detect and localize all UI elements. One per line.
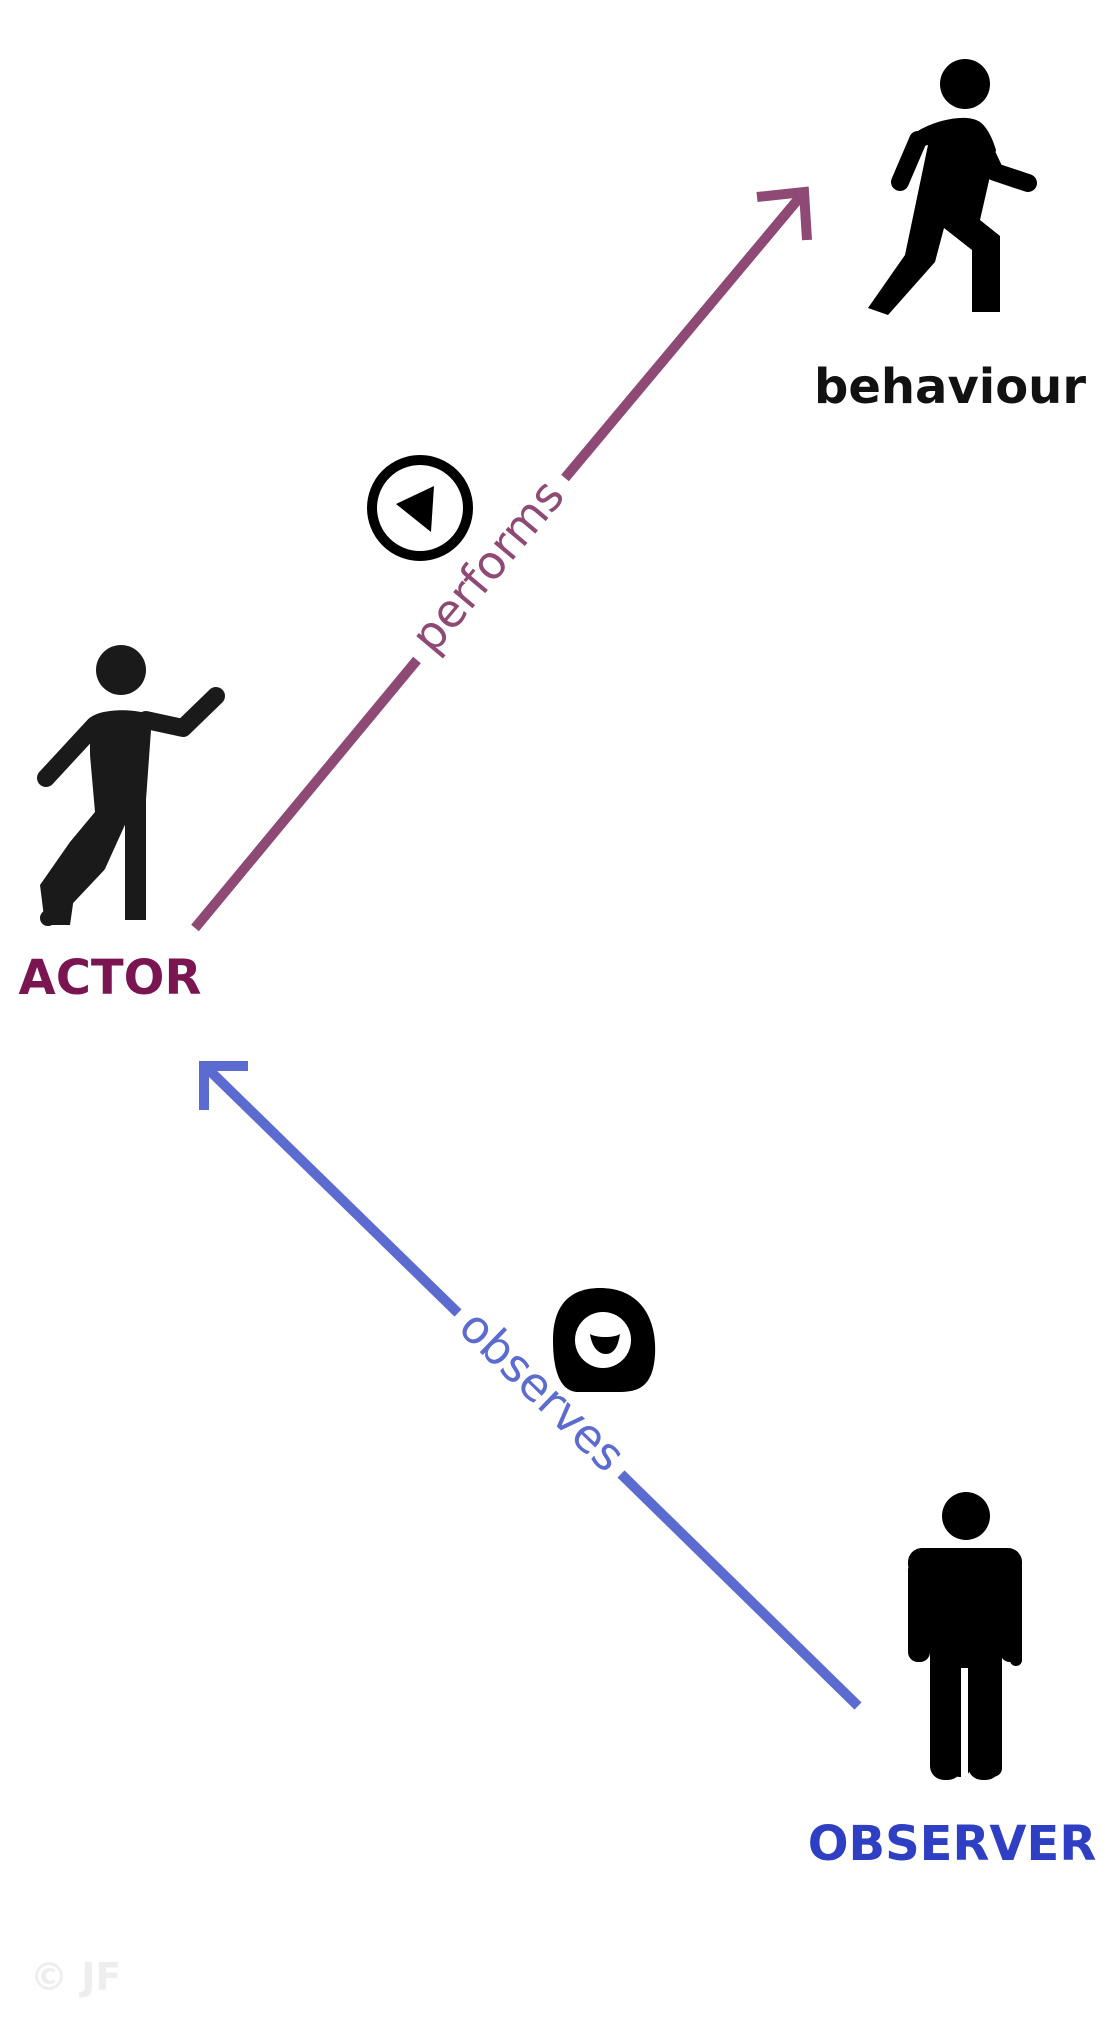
edge-observes: observes bbox=[199, 1061, 862, 1710]
eye-icon bbox=[553, 1288, 656, 1392]
performs-arrow-line-upper bbox=[561, 193, 804, 482]
observes-arrow-line-upper bbox=[204, 1065, 462, 1317]
edge-performs: performs bbox=[191, 186, 812, 932]
play-button-icon bbox=[367, 455, 473, 561]
performs-arrow-line-lower bbox=[191, 656, 421, 932]
observes-arrow-line-lower bbox=[617, 1470, 862, 1710]
actor-label: ACTOR bbox=[19, 950, 202, 1006]
standing-person-icon bbox=[908, 1492, 1022, 1780]
node-behaviour: behaviour bbox=[814, 59, 1086, 415]
walking-person-icon bbox=[868, 59, 1037, 316]
observes-arrowhead bbox=[199, 1061, 248, 1110]
behaviour-label: behaviour bbox=[814, 359, 1086, 415]
gesturing-person-icon bbox=[37, 645, 225, 926]
node-actor: ACTOR bbox=[19, 645, 225, 1006]
node-observer: OBSERVER bbox=[808, 1492, 1097, 1872]
copyright-text: © JF bbox=[30, 1955, 121, 1999]
observer-label: OBSERVER bbox=[808, 1816, 1097, 1872]
performs-arrowhead bbox=[756, 186, 812, 241]
